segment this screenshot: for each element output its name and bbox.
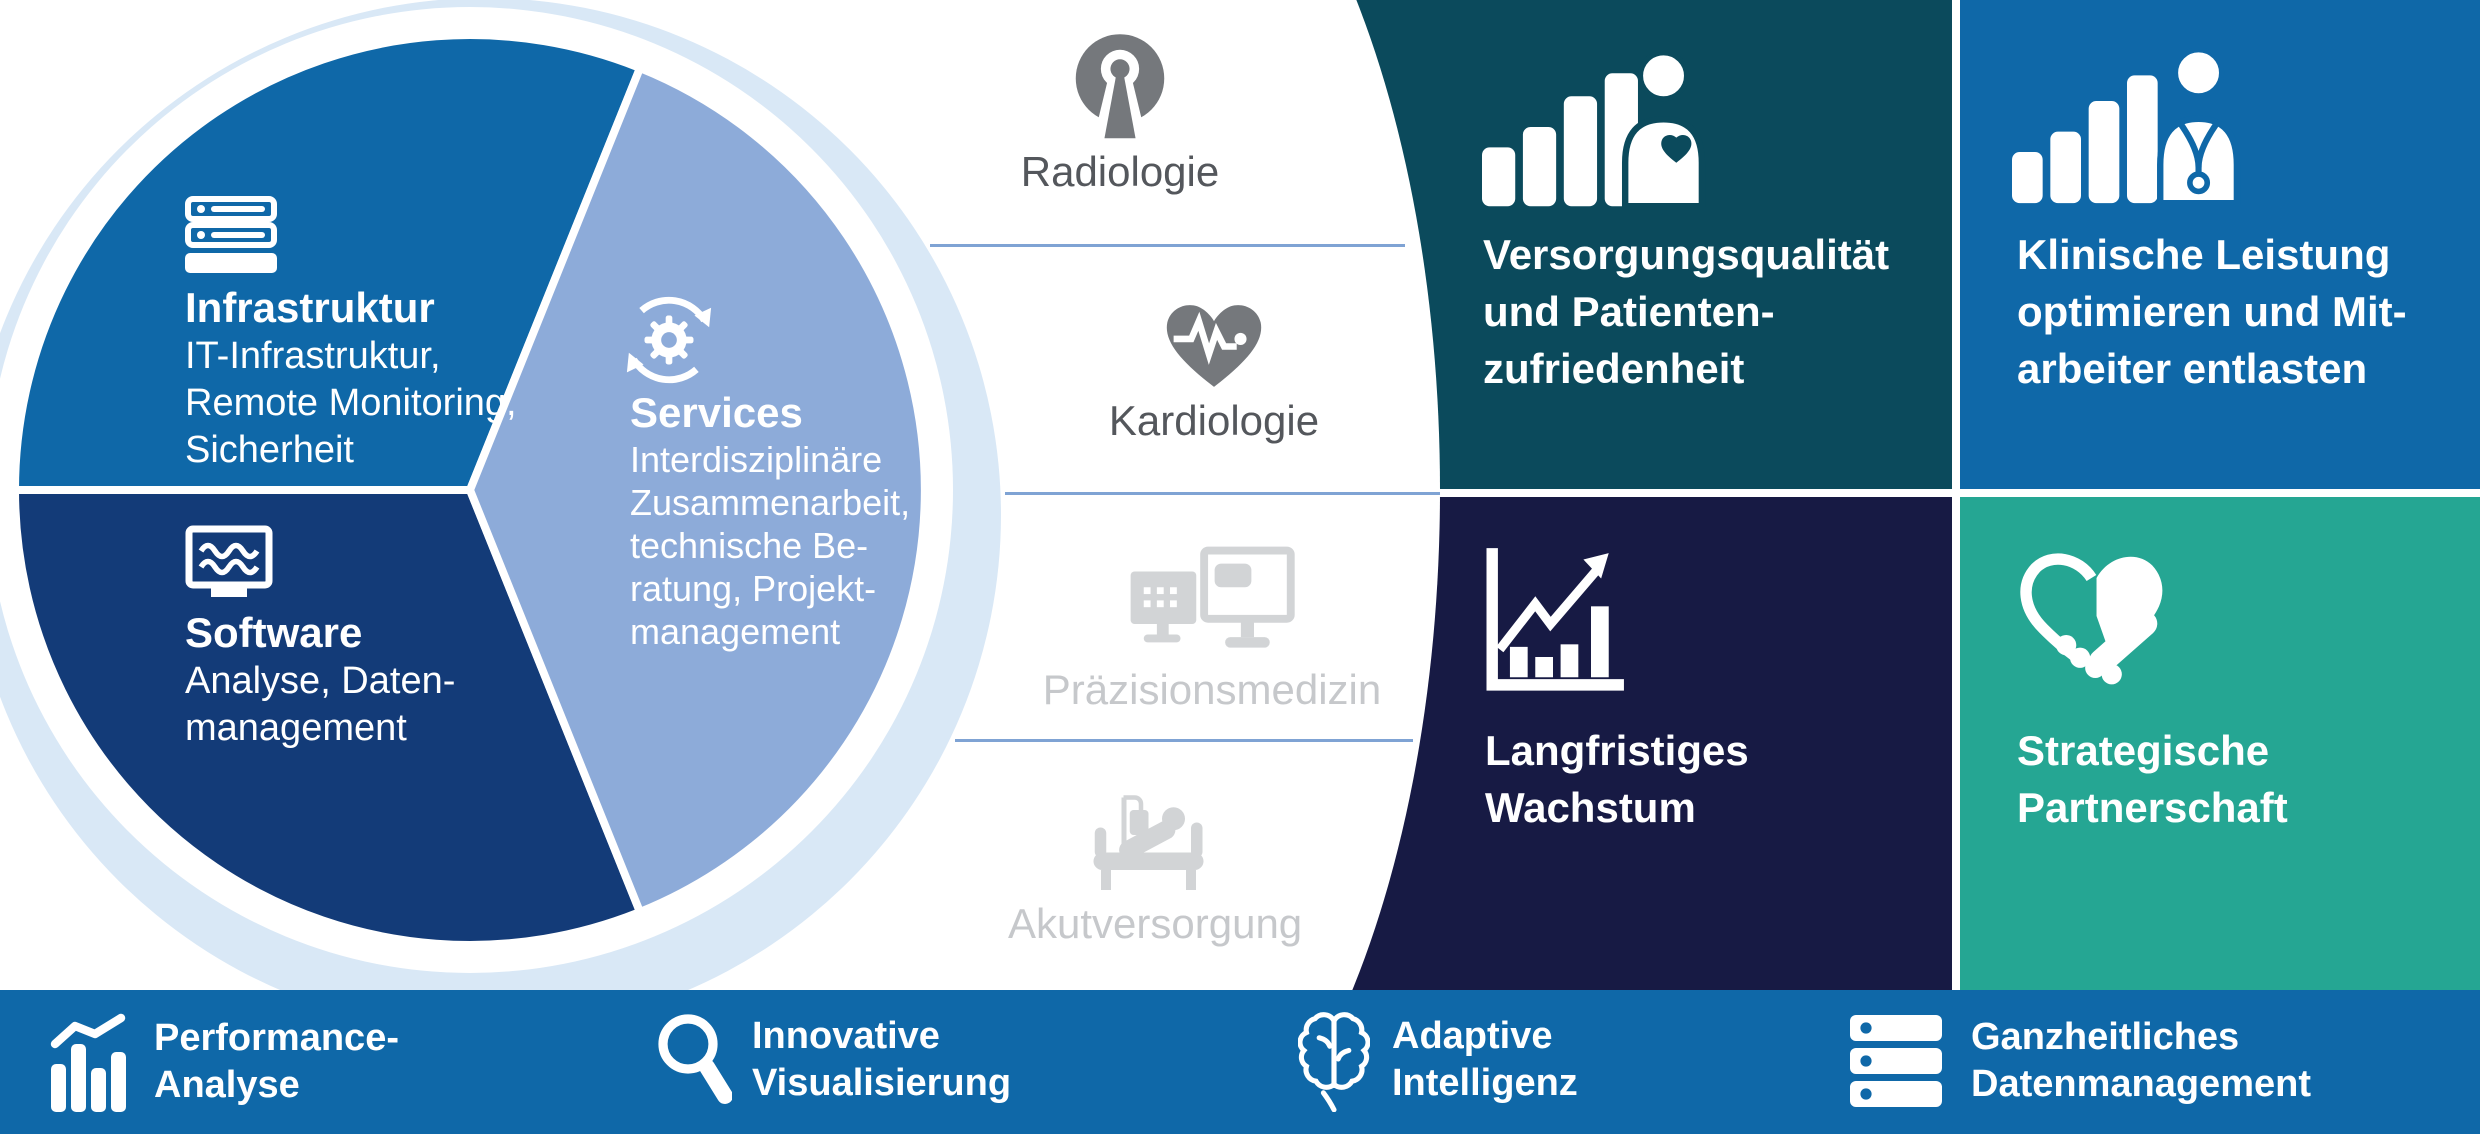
capability-adaptive-intelligenz: Adaptive Intelligenz (1298, 1008, 1578, 1112)
segment-services (466, 64, 929, 916)
specialty-radiologie: Radiologie (1014, 33, 1226, 196)
specialty-kardiologie: Kardiologie (1108, 296, 1320, 445)
segment-title: Services (630, 389, 803, 436)
specialty-label: Radiologie (1020, 148, 1220, 195)
tile-label-klinische-leistung: Klinische Leistung optimieren und Mit- a… (2017, 231, 2407, 392)
segment-infrastruktur (11, 31, 644, 494)
divider-line (955, 739, 1413, 742)
specialty-akutversorgung: Akutversorgung (1008, 790, 1303, 948)
segment-services-text: Services Interdisziplinäre Zusammenarbei… (630, 389, 911, 652)
growth-chart-icon (1486, 548, 1624, 691)
tile-strategische-partnerschaft (1960, 497, 2480, 990)
radiology-icon (1075, 34, 1165, 139)
brain-icon (1298, 1012, 1370, 1112)
server-stack-icon (185, 196, 277, 273)
capability-performance-analyse: Performance- Analyse (50, 1012, 399, 1112)
precision-monitors-icon (1130, 546, 1295, 648)
capability-label: Ganzheitliches Datenmanagement (1971, 1016, 2311, 1105)
divider-line (1005, 492, 1440, 495)
tile-label-strategische-partnerschaft: Strategische Partnerschaft (2017, 727, 2288, 831)
gear-sync-icon (626, 296, 712, 384)
capability-label: Adaptive Intelligenz (1392, 1015, 1578, 1104)
specialty-praezisionsmedizin: Präzisionsmedizin (1042, 545, 1382, 714)
segment-title: Software (185, 609, 363, 656)
segment-infrastruktur-text: Infrastruktur IT-Infrastruktur, Remote M… (185, 284, 517, 471)
capability-label: Performance- Analyse (154, 1017, 399, 1106)
segment-software-text: Software Analyse, Daten- management (185, 609, 456, 749)
capability-label: Innovative Visualisierung (752, 1015, 1012, 1104)
segment-software (11, 486, 644, 949)
patient-satisfaction-icon (1482, 52, 1706, 207)
cardiology-heart-icon (1166, 305, 1262, 387)
divider-line (930, 244, 1405, 247)
capability-ganzheitliches-datenmanagement: Ganzheitliches Datenmanagement (1848, 1014, 2311, 1108)
capability-innovative-visualisierung: Innovative Visualisierung (658, 1012, 1011, 1108)
magnifier-icon (658, 1014, 732, 1104)
specialty-label: Kardiologie (1108, 397, 1320, 444)
clinical-performance-icon (2012, 48, 2241, 205)
performance-chart-icon (50, 1013, 126, 1112)
monitor-waves-icon (185, 525, 273, 597)
acute-care-bed-icon (1093, 795, 1203, 890)
specialty-label: Akutversorgung (1008, 900, 1303, 947)
capabilities-bar: Performance- Analyse Innovative Visualis… (0, 990, 2480, 1134)
tile-label-versorgungsqualitaet: Versorgungsqualität und Patienten- zufri… (1483, 231, 1890, 392)
tile-label-langfristiges-wachstum: Langfristiges Wachstum (1485, 727, 1749, 831)
database-stack-icon (1850, 1015, 1942, 1107)
segment-title: Infrastruktur (185, 284, 435, 331)
handshake-heart-icon (2020, 553, 2163, 685)
specialty-label: Präzisionsmedizin (1042, 666, 1382, 713)
